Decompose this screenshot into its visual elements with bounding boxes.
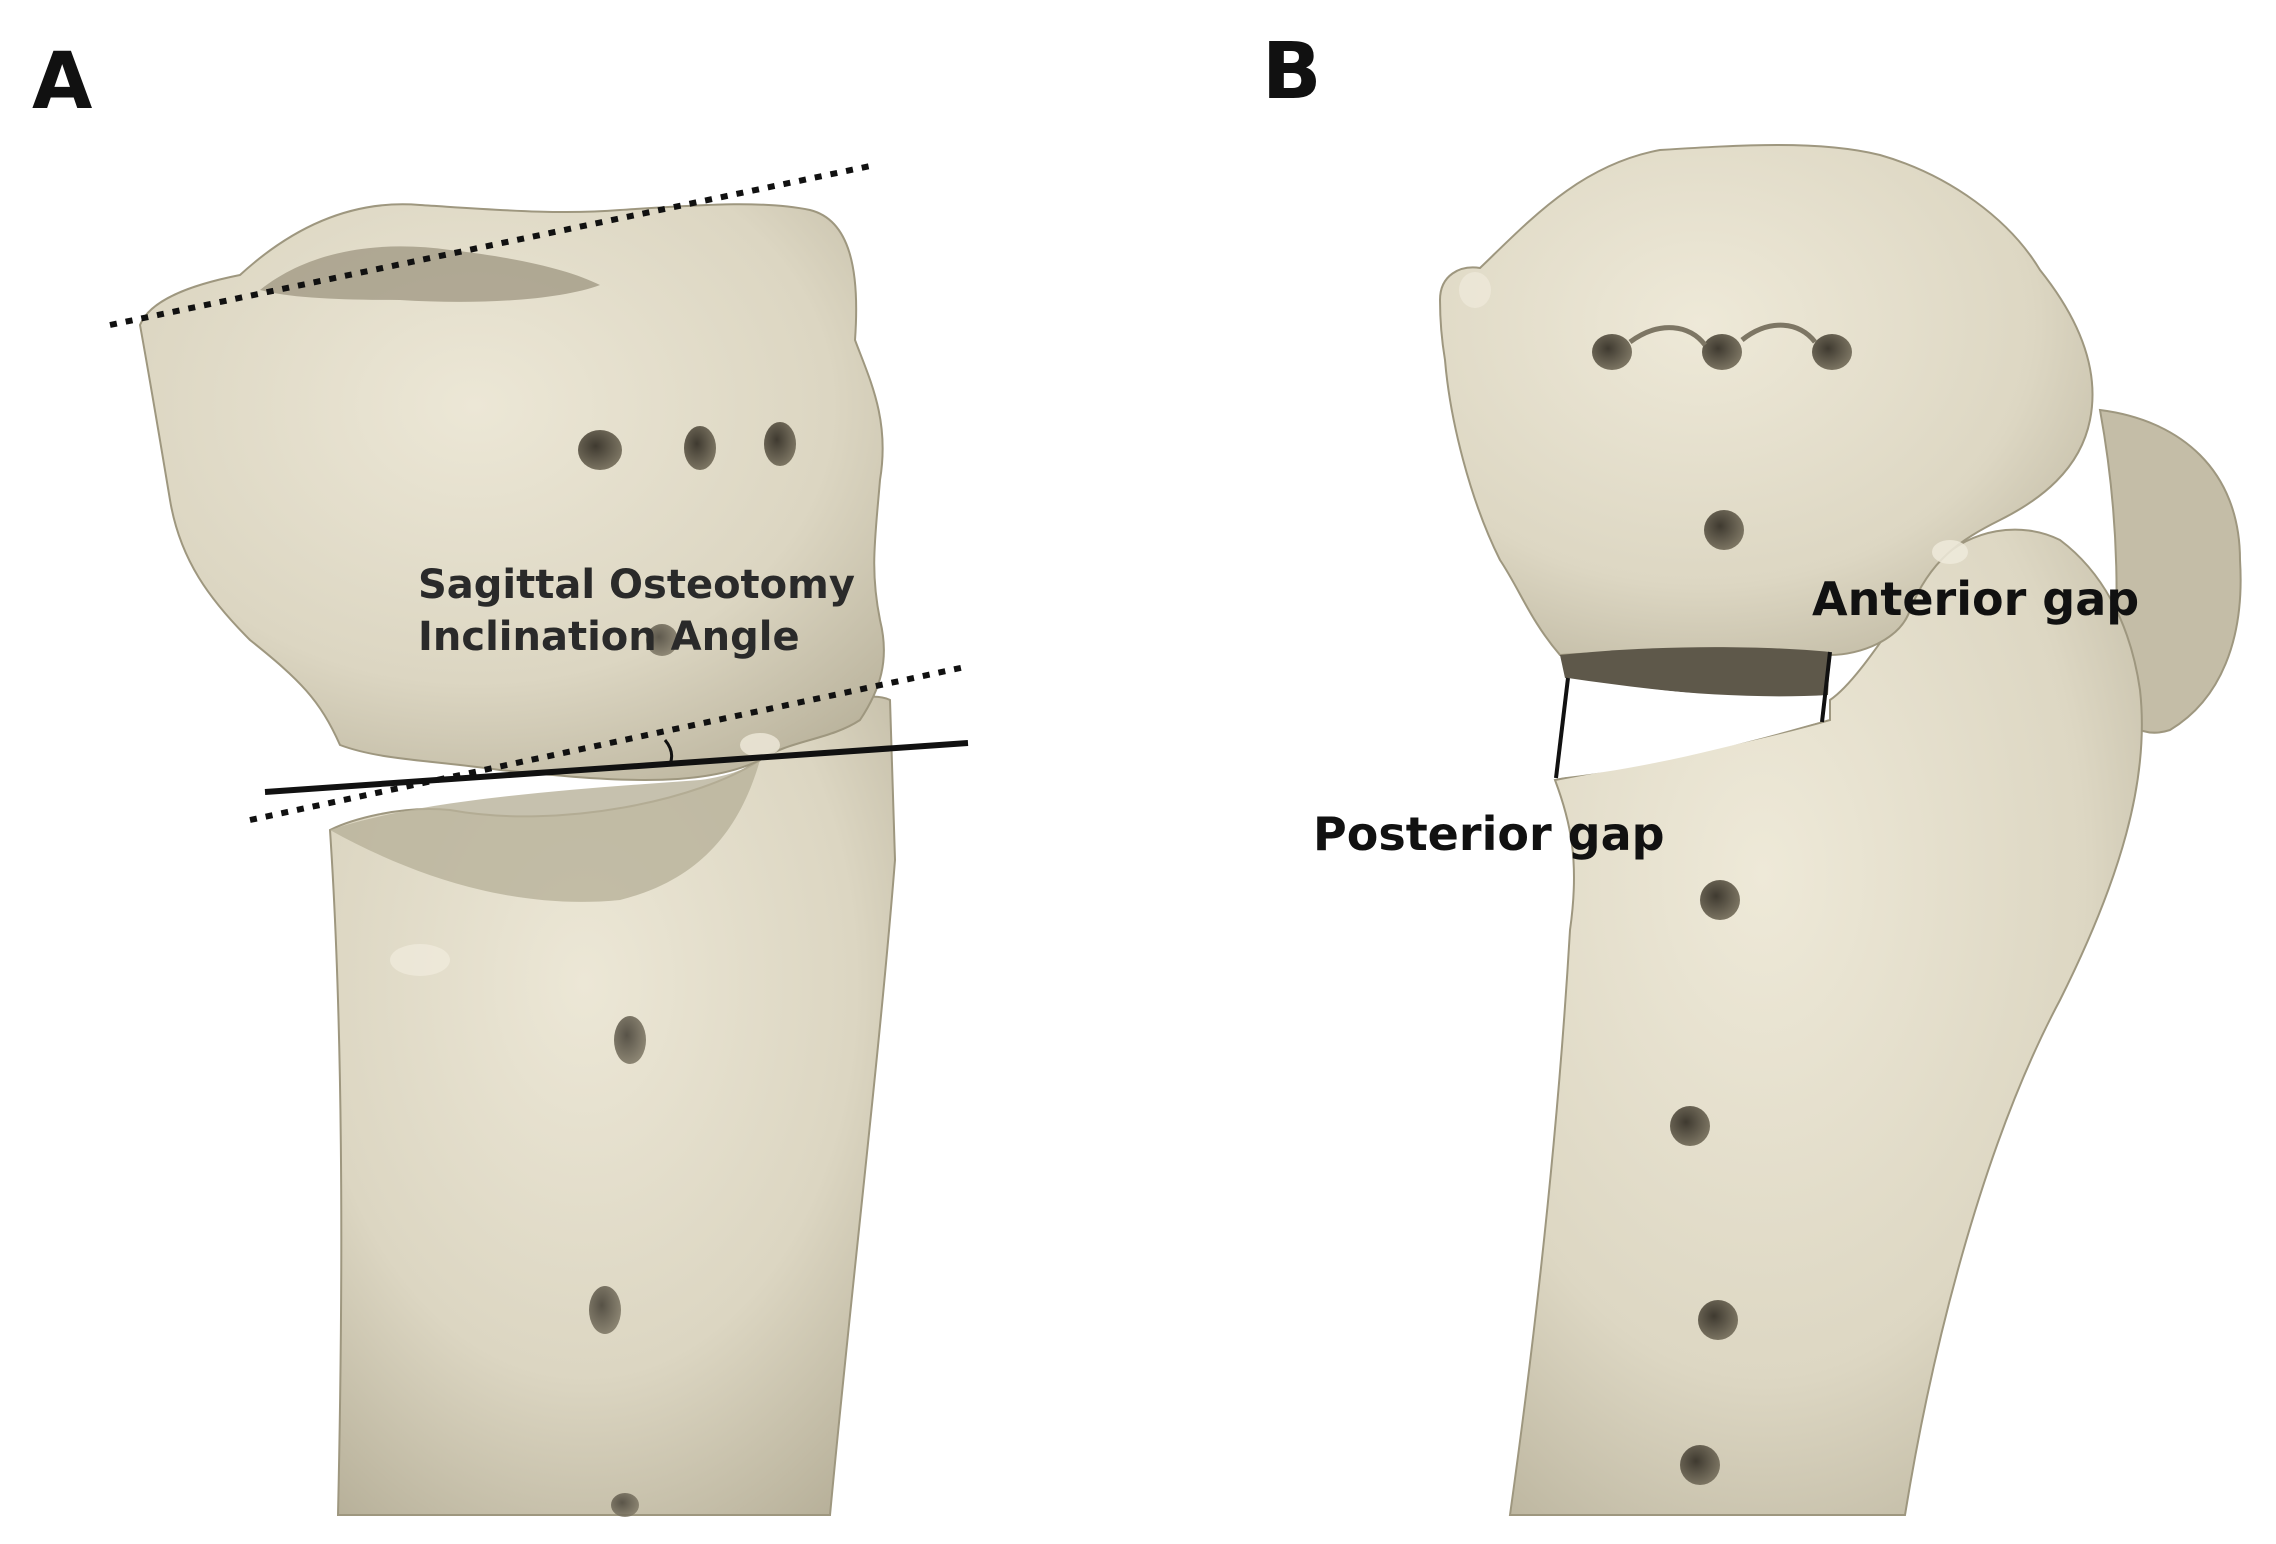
hole — [1704, 510, 1744, 550]
panel-a-letter: A — [32, 37, 92, 127]
posterior-gap-label: Posterior gap — [1313, 807, 1665, 861]
hole — [1680, 1445, 1720, 1485]
bone-b-shaft — [1508, 528, 2143, 1516]
osteotomy-dotted-line — [249, 664, 966, 823]
posterior-gap-line — [1554, 677, 1570, 779]
hole — [764, 422, 796, 466]
panel-b-letter: B — [1262, 27, 1321, 117]
hole — [1812, 334, 1852, 370]
bone-b-condyle — [2098, 408, 2242, 734]
hole — [1592, 334, 1632, 370]
hole — [1670, 1106, 1710, 1146]
osteotomy-solid-line — [264, 740, 969, 795]
hole — [589, 1286, 621, 1334]
hole — [1700, 880, 1740, 920]
angle-label-line2: Inclination Angle — [418, 614, 800, 660]
bone-a-bump — [740, 733, 780, 757]
hole — [1698, 1300, 1738, 1340]
hole — [611, 1493, 639, 1517]
hole — [684, 426, 716, 470]
angle-label-line1: Sagittal Osteotomy — [418, 562, 855, 608]
bone-b-bump — [1459, 272, 1491, 308]
panel-b: B — [1262, 27, 2242, 1516]
angle-arc — [663, 739, 674, 765]
anterior-gap-label: Anterior gap — [1812, 572, 2139, 626]
bone-b-gap — [1556, 678, 1826, 778]
hole — [578, 430, 622, 470]
holes-connector — [1628, 322, 1817, 347]
bone-a-head — [138, 203, 885, 781]
hole — [614, 1016, 646, 1064]
bone-a-bump — [390, 944, 450, 976]
bone-a-plateau — [260, 246, 600, 302]
bone-b-head — [1438, 144, 2094, 657]
bone-a — [138, 203, 897, 1517]
hole — [1702, 334, 1742, 370]
bone-b-gap-shadow — [1560, 647, 1830, 697]
panel-a: A Sagittal Osteoto — [32, 37, 969, 1517]
bone-b-bump — [1932, 540, 1968, 564]
plateau-dotted-line — [109, 162, 876, 328]
anterior-gap-line — [1820, 651, 1832, 723]
bone-b — [1438, 144, 2242, 1516]
bone-a-cut-surface — [330, 760, 760, 902]
hole — [646, 624, 678, 656]
